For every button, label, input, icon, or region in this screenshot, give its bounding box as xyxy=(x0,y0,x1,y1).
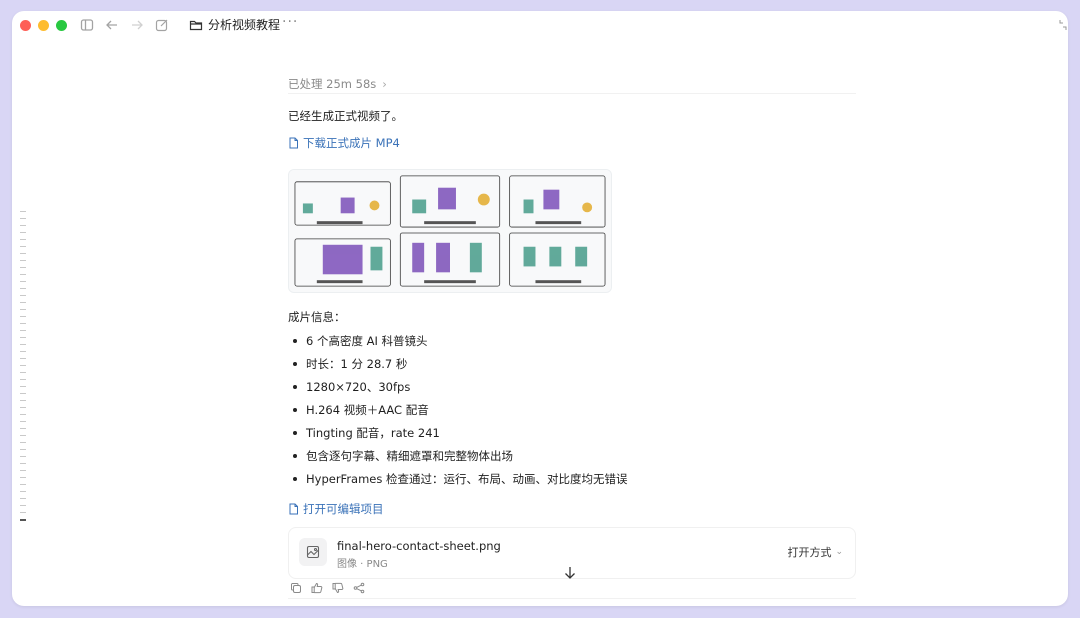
list-item: H.264 视频＋AAC 配音 xyxy=(288,402,628,425)
image-file-icon xyxy=(299,538,327,566)
sidebar-toggle-icon[interactable] xyxy=(79,17,95,33)
list-item: 1280×720、30fps xyxy=(288,379,628,402)
minimize-window-button[interactable] xyxy=(38,20,49,31)
file-name: final-hero-contact-sheet.png xyxy=(337,539,501,553)
status-text: 已经生成正式视频了。 xyxy=(288,109,403,123)
title-bar: 分析视频教程 ··· xyxy=(12,11,1068,39)
thumbs-down-icon[interactable] xyxy=(332,582,344,594)
list-item: Tingting 配音，rate 241 xyxy=(288,425,628,448)
chevron-right-icon: › xyxy=(382,77,387,91)
list-item: 时长：1 分 28.7 秒 xyxy=(288,356,628,379)
list-item: 包含逐句字幕、精细遮罩和完整物体出场 xyxy=(288,448,628,471)
open-with-button[interactable]: 打开方式 ⌄ xyxy=(779,540,851,564)
timeline-rail[interactable] xyxy=(20,211,26,521)
processed-toggle[interactable]: 已处理 25m 58s › xyxy=(288,76,387,92)
list-item: HyperFrames 检查通过：运行、布局、动画、对比度均无错误 xyxy=(288,471,628,494)
message-actions xyxy=(290,582,365,594)
expand-panel-icon[interactable] xyxy=(1058,19,1068,31)
contact-sheet-preview[interactable] xyxy=(288,169,612,293)
list-item: 6 个高密度 AI 科普镜头 xyxy=(288,333,628,356)
info-title: 成片信息： xyxy=(288,310,346,324)
message-content: 已处理 25m 58s › 已经生成正式视频了。 下载正式成片 MP4 xyxy=(288,11,856,606)
download-mp4-link[interactable]: 下载正式成片 MP4 xyxy=(288,135,400,151)
folder-icon xyxy=(188,17,204,33)
zoom-window-button[interactable] xyxy=(56,20,67,31)
divider xyxy=(288,93,856,94)
document-icon xyxy=(289,503,298,515)
close-window-button[interactable] xyxy=(20,20,31,31)
copy-icon[interactable] xyxy=(290,582,302,594)
window-title[interactable]: 分析视频教程 xyxy=(208,18,281,32)
document-icon xyxy=(289,137,298,149)
chevron-down-icon: ⌄ xyxy=(835,547,843,557)
thumbs-up-icon[interactable] xyxy=(311,582,323,594)
share-icon[interactable] xyxy=(353,582,365,594)
processed-label: 已处理 25m 58s xyxy=(288,77,377,91)
compose-icon[interactable] xyxy=(154,17,170,33)
scroll-down-arrow-icon[interactable] xyxy=(564,566,576,580)
app-window: 分析视频教程 ··· 已处理 25m 58s › 已经生成正式视频了。 下载正式成… xyxy=(12,11,1068,606)
open-project-link[interactable]: 打开可编辑项目 xyxy=(288,501,384,517)
open-project-link-label: 打开可编辑项目 xyxy=(303,502,384,516)
download-mp4-link-label: 下载正式成片 MP4 xyxy=(303,136,400,150)
more-options-icon[interactable]: ··· xyxy=(282,14,299,30)
info-list: 6 个高密度 AI 科普镜头 时长：1 分 28.7 秒 1280×720、30… xyxy=(288,333,628,494)
forward-arrow-icon[interactable] xyxy=(129,17,145,33)
attachment-card[interactable]: final-hero-contact-sheet.png 图像 · PNG 打开… xyxy=(288,527,856,579)
timeline-rail-marker xyxy=(20,519,26,521)
back-arrow-icon[interactable] xyxy=(104,17,120,33)
open-with-label: 打开方式 xyxy=(787,546,832,559)
divider xyxy=(288,598,856,599)
file-meta: 图像 · PNG xyxy=(337,559,388,570)
